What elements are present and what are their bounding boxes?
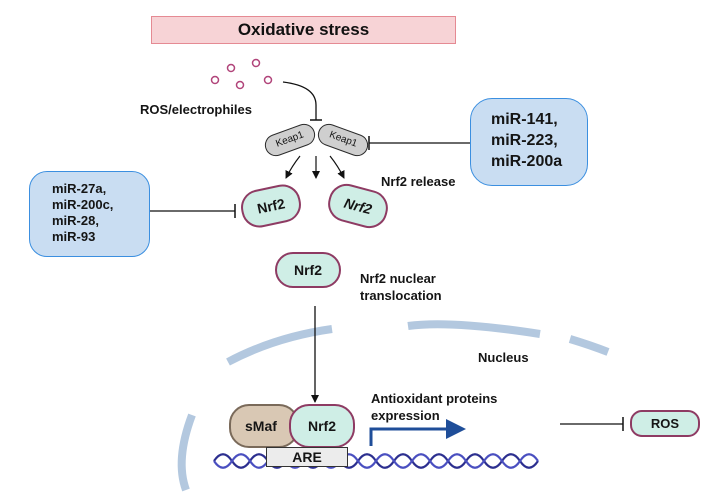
translocation-label: Nrf2 nuclear translocation <box>360 270 442 304</box>
ros-electrophiles-label: ROS/electrophiles <box>140 102 252 117</box>
expression-arrow <box>369 419 466 446</box>
ros-inhibition-line <box>560 417 624 431</box>
ros-particles <box>210 58 273 90</box>
translocation-label-line: translocation <box>360 288 442 303</box>
are-element: ARE <box>266 447 348 467</box>
antioxidant-label-line: Antioxidant proteins <box>371 391 498 406</box>
keap1-release-arrows <box>285 155 345 179</box>
antioxidant-label: Antioxidant proteins expression <box>371 390 497 424</box>
nucleus-membrane <box>177 320 610 492</box>
nucleus-label: Nucleus <box>478 350 529 365</box>
dna-helix <box>213 453 539 469</box>
mir-left-inhibition <box>150 204 236 218</box>
mirna-left-line: miR-93 <box>52 229 96 244</box>
mirna-box-left: miR-27a, miR-200c, miR-28, miR-93 <box>29 171 150 257</box>
mirna-right-line: miR-141, <box>491 111 558 128</box>
mir-right-inhibition <box>368 136 470 150</box>
translocation-label-line: Nrf2 nuclear <box>360 271 436 286</box>
oxidative-stress-title: Oxidative stress <box>151 16 456 44</box>
ros-to-keap1-inhibition <box>282 81 317 120</box>
mirna-right-line: miR-223, <box>491 132 558 149</box>
mirna-box-right: miR-141, miR-223, miR-200a <box>470 98 588 186</box>
mirna-left-line: miR-28, <box>52 213 99 228</box>
antioxidant-label-line: expression <box>371 408 440 423</box>
ros-box: ROS <box>630 410 700 437</box>
nrf2-nuclear: Nrf2 <box>289 404 355 448</box>
nrf2-release-label: Nrf2 release <box>381 174 456 189</box>
nrf2-translocating: Nrf2 <box>275 252 341 288</box>
mirna-left-line: miR-27a, <box>52 181 107 196</box>
mirna-right-line: miR-200a <box>491 153 563 170</box>
mirna-left-line: miR-200c, <box>52 197 114 212</box>
